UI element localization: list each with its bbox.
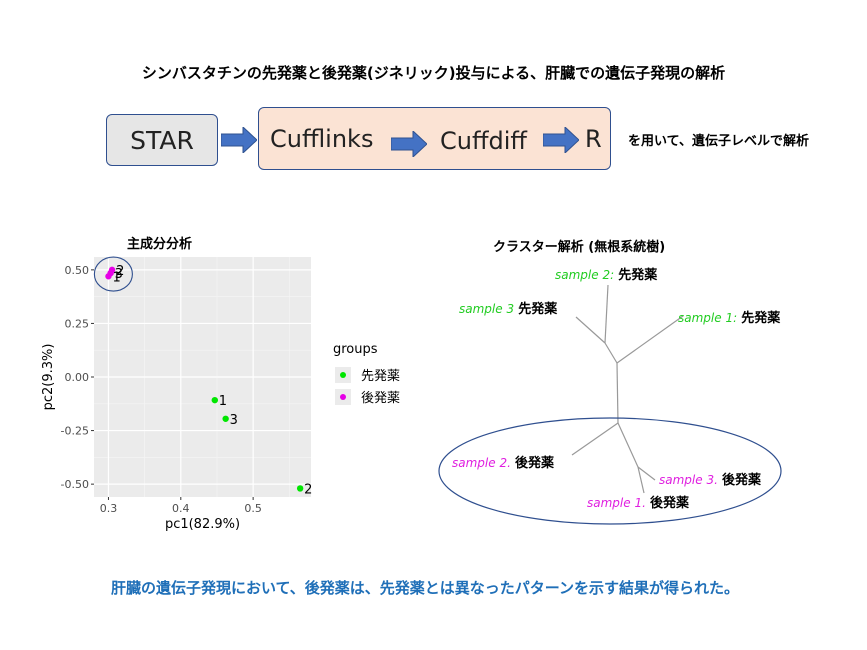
legend-item: 先発薬 <box>335 365 400 384</box>
tree-branch <box>637 466 656 481</box>
tree-branch <box>617 422 639 468</box>
cluster-highlight-circle <box>93 256 133 292</box>
pipeline-step-label: Cufflinks <box>270 125 374 153</box>
leaf-group-label: 先発薬 <box>618 268 658 283</box>
tree-branch <box>604 342 618 364</box>
tree-branch <box>637 466 645 494</box>
legend-key <box>335 388 351 405</box>
point-label: 1 <box>219 394 227 409</box>
data-point <box>107 269 114 277</box>
legend-label: 先発薬 <box>361 369 401 384</box>
tree-branch <box>604 284 609 344</box>
pipeline-step-label: R <box>585 125 602 153</box>
tree-leaf: sample 2: 先発薬 <box>555 264 657 283</box>
point-label: 2 <box>304 482 312 497</box>
leaf-group-label: 後発薬 <box>650 496 690 511</box>
leaf-sample-name: sample 2. <box>452 456 511 470</box>
arrow-right-icon <box>543 127 579 153</box>
tree-leaf: sample 3. 後発薬 <box>659 469 761 488</box>
arrow-right-icon <box>391 131 427 157</box>
y-tick-label: -0.25 <box>61 425 89 438</box>
arrow-right-icon <box>221 127 257 153</box>
leaf-group-label: 後発薬 <box>722 473 762 488</box>
pca-scatter-plot: 0.3 0.4 0.5 -0.50 -0.25 0.00 0.25 0.50 pc1(82.9%… <box>41 256 312 532</box>
legend-item: 後発薬 <box>335 387 400 406</box>
tree-branch <box>575 316 606 344</box>
leaf-group-label: 先発薬 <box>741 311 781 326</box>
point-label: 2 <box>116 264 124 279</box>
leaf-sample-name: sample 1: <box>678 311 738 325</box>
unrooted-tree <box>438 284 782 525</box>
tree-title: クラスター解析 (無根系統樹) <box>493 240 666 255</box>
tree-leaf: sample 3 先発薬 <box>459 298 557 317</box>
leaf-sample-name: sample 3 <box>459 302 515 316</box>
leaf-group-label: 先発薬 <box>518 302 558 317</box>
tree-leaf: sample 2. 後発薬 <box>452 452 554 471</box>
leaf-sample-name: sample 1. <box>587 496 646 510</box>
x-tick-label: 0.4 <box>172 502 190 515</box>
conclusion-text: 肝臓の遺伝子発現において、後発薬は、先発薬とは異なったパターンを示す結果が得られ… <box>110 579 740 597</box>
pipeline-step-star: STAR <box>106 114 218 166</box>
data-point <box>211 396 218 404</box>
leaf-sample-name: sample 3. <box>659 473 718 487</box>
tree-branch <box>571 422 619 456</box>
legend-dot <box>340 371 346 378</box>
pipeline-note: を用いて、遺伝子レベルで解析 <box>628 134 809 149</box>
tree-branch <box>616 362 619 424</box>
pca-title: 主成分分析 <box>127 237 193 252</box>
point-label: 1 <box>112 270 120 285</box>
tree-leaf: sample 1: 先発薬 <box>678 307 780 326</box>
legend-title: groups <box>333 342 378 357</box>
x-tick-label: 0.5 <box>244 502 262 515</box>
tree-leaf: sample 1. 後発薬 <box>587 492 689 511</box>
y-tick-label: 0.25 <box>65 317 90 330</box>
legend-key <box>335 366 351 383</box>
leaf-group-label: 後発薬 <box>515 456 555 471</box>
legend-dot <box>340 393 346 400</box>
y-tick-label: 0.00 <box>65 371 90 384</box>
data-point <box>296 485 304 492</box>
pipeline-step-label: STAR <box>130 125 194 155</box>
leaf-sample-name: sample 2: <box>555 268 615 282</box>
legend-label: 後発薬 <box>361 391 401 406</box>
tree-branch <box>616 315 684 364</box>
point-label: 3 <box>115 267 123 282</box>
main-title: シンバスタチンの先発薬と後発薬(ジネリック)投与による、肝臓での遺伝子発現の解析 <box>141 64 726 82</box>
x-tick-label: 0.3 <box>100 502 118 515</box>
point-label: 3 <box>230 413 238 428</box>
pipeline-step-label: Cuffdiff <box>440 127 527 155</box>
x-axis-label: pc1(82.9%) <box>165 517 240 532</box>
y-axis-label: pc2(9.3%) <box>41 344 56 411</box>
y-tick-label: 0.50 <box>65 264 90 277</box>
data-point <box>222 415 229 422</box>
y-tick-label: -0.50 <box>61 478 89 491</box>
cluster-ellipse <box>438 417 782 525</box>
